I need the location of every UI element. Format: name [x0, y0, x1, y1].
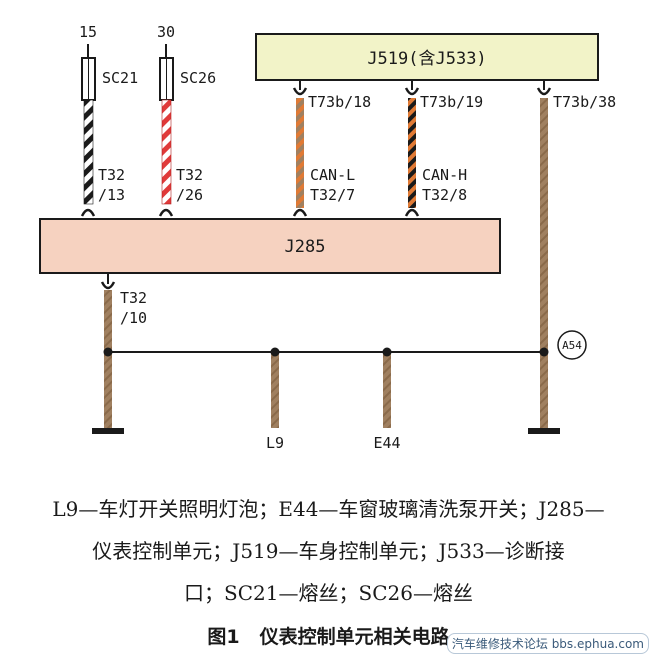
figure-title: 仪表控制单元相关电路 [259, 626, 450, 648]
module-j285-label: J285 [285, 237, 326, 257]
junction-dot-right [539, 347, 549, 357]
junction-dot-e44 [382, 347, 392, 357]
module-j519 [255, 33, 599, 81]
fuse-sc26-label: SC26 [180, 69, 216, 87]
pin-can-l-line1: CAN-L [310, 166, 355, 184]
wire-can-h [408, 98, 416, 208]
wire-e44 [383, 352, 391, 428]
wire-l9 [271, 352, 279, 428]
pin-t32-10-line1: T32 [120, 289, 147, 307]
wire-sc21-to-j285 [83, 99, 94, 205]
terminal-15-label: 15 [79, 23, 97, 41]
junction-dot-left [103, 347, 113, 357]
connector-t32-7 [292, 208, 308, 217]
ground-point-a54-marker [557, 330, 587, 360]
legend-line-1: L9—车灯开关照明灯泡；E44—车窗玻璃清洗泵开关；J285— [52, 497, 605, 521]
figure-caption: 图1 仪表控制单元相关电路 [0, 622, 657, 649]
pin-t73b-19-label: T73b/19 [420, 93, 483, 111]
ground-symbol-left [92, 428, 124, 434]
pin-t32-10-line2: /10 [120, 309, 147, 327]
ground-symbol-right [528, 428, 560, 434]
forum-watermark: 汽车维修技术论坛 bbs.ephua.com [446, 633, 649, 654]
pin-t73b-38-label: T73b/38 [553, 93, 616, 111]
module-j285 [39, 218, 501, 274]
pin-can-h-line1: CAN-H [422, 166, 467, 184]
wire-can-l [296, 98, 304, 208]
connector-t32-8 [404, 208, 420, 217]
fuse-sc21-label: SC21 [102, 69, 138, 87]
connector-t73b-19 [404, 87, 420, 96]
connector-t32-26 [158, 208, 174, 217]
figure-number: 图1 [207, 626, 240, 648]
wire-sc26-to-j285 [161, 99, 172, 205]
pin-t73b-18-label: T73b/18 [308, 93, 371, 111]
legend-line-2: 仪表控制单元；J519—车身控制单元；J533—诊断接 [92, 539, 565, 563]
connector-t73b-38 [536, 87, 552, 96]
circuit-diagram: J519(含J533) J285 15 30 SC21 SC26 T32 /13… [39, 23, 616, 452]
pin-t32-13-line2: /13 [98, 186, 125, 204]
pin-can-h-line2: T32/8 [422, 186, 467, 204]
connector-t32-13 [80, 208, 96, 217]
pin-t32-26-line1: T32 [176, 166, 203, 184]
load-e44-label: E44 [373, 434, 400, 452]
legend-line-3: 口；SC21—熔丝；SC26—熔丝 [184, 581, 473, 605]
wire-j285-ground [104, 290, 112, 428]
pin-can-l-line2: T32/7 [310, 186, 355, 204]
pin-t32-26-line2: /26 [176, 186, 203, 204]
terminal-30-label: 30 [157, 23, 175, 41]
junction-dot-l9 [270, 347, 280, 357]
pin-t32-13-line1: T32 [98, 166, 125, 184]
load-l9-label: L9 [266, 434, 284, 452]
ground-point-a54-label: A54 [562, 339, 582, 352]
connector-t32-10 [100, 281, 116, 290]
connector-t73b-18 [292, 87, 308, 96]
module-j519-label: J519(含J533) [367, 49, 486, 69]
wire-j519-ground [540, 98, 548, 428]
